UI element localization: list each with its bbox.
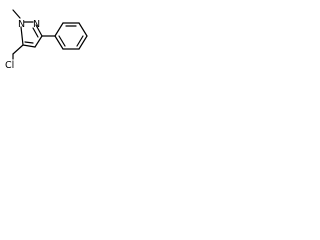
ring-bond-n2-c3 <box>35 24 43 37</box>
chemical-structure-diagram: N N Cl <box>5 9 88 71</box>
phenyl-inner-bond-3 <box>58 35 66 47</box>
ring-bond-c4-c5-inner <box>24 41 34 44</box>
phenyl-inner-bond-2 <box>76 35 84 47</box>
chlorine-label: Cl <box>5 60 14 71</box>
phenyl-bond-6 <box>54 35 64 50</box>
ring-bond-c3-c4 <box>34 35 43 48</box>
ring-bond-c4-c5 <box>22 44 36 48</box>
methyl-bond <box>12 9 21 19</box>
ch2-bond <box>12 44 24 55</box>
phenyl-bond-1 <box>54 22 64 37</box>
phenyl-bond-4 <box>78 35 88 50</box>
nitrogen-1-label: N <box>18 19 25 30</box>
nitrogen-2-label: N <box>33 19 40 30</box>
phenyl-bond-3 <box>78 22 88 37</box>
ring-bond-c5-n1 <box>20 26 24 46</box>
ring-bond-n2-c3-inner <box>32 27 39 38</box>
